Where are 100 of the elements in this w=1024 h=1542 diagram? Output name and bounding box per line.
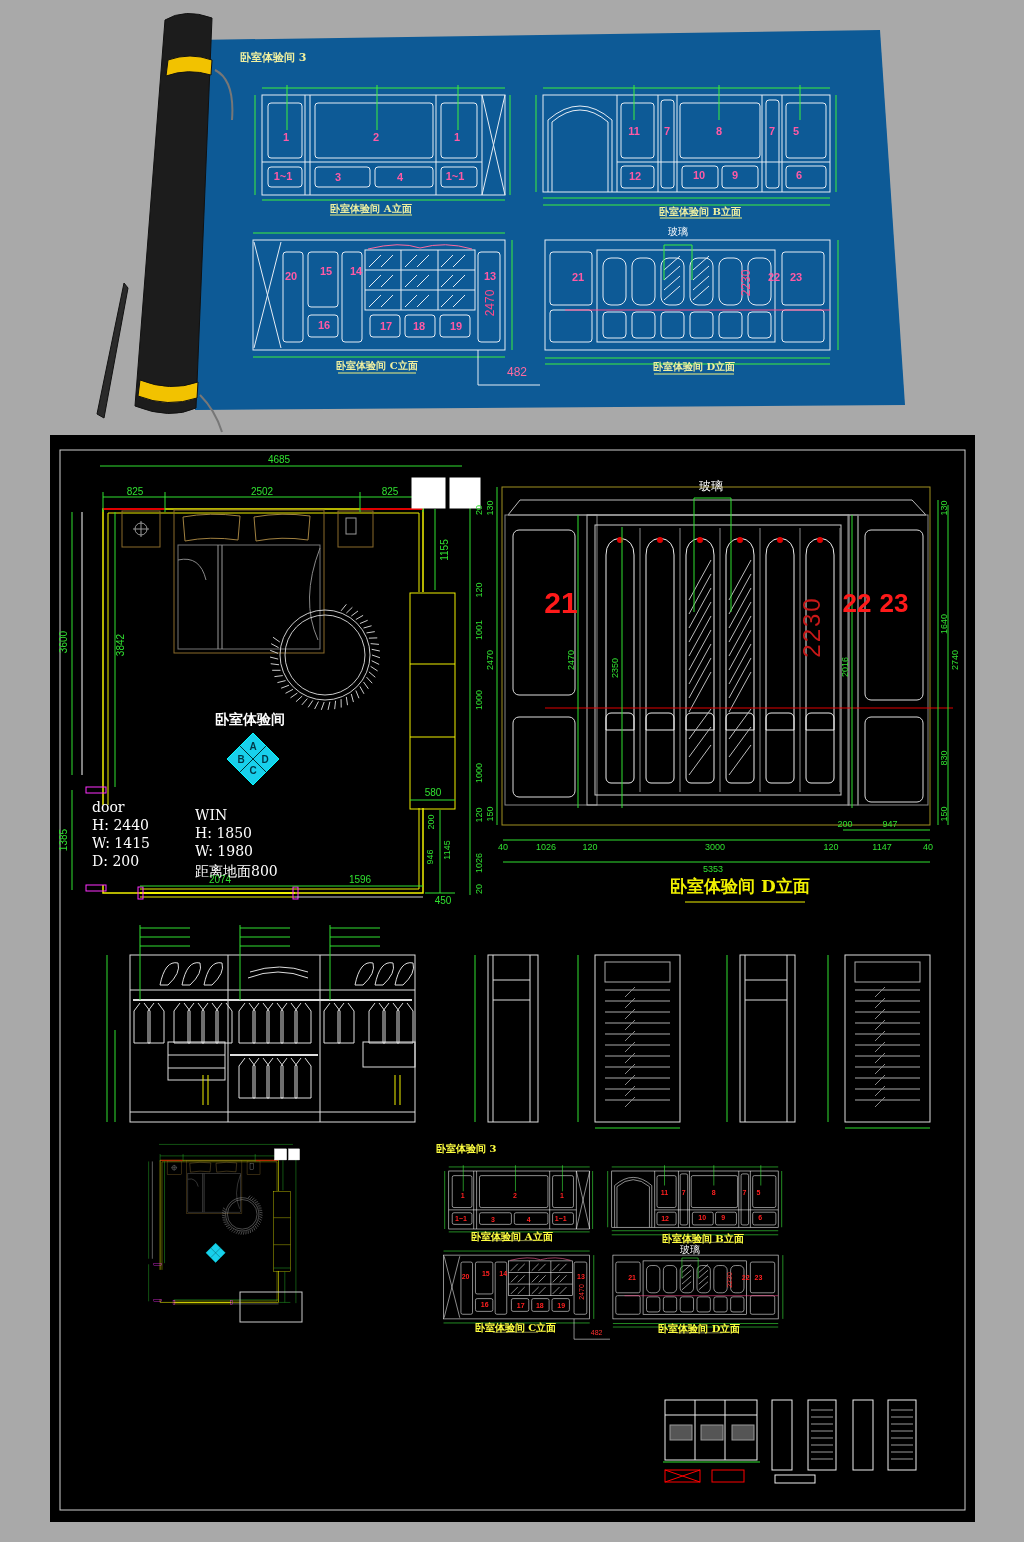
panel-number: 12 (628, 170, 642, 182)
dimension-text: 825 (126, 487, 144, 497)
drawing-title: 卧室体验间 D立面 (658, 1323, 741, 1334)
drawing-title: 卧室体验间 D立面 (670, 877, 810, 895)
dimension-text: 5353 (703, 864, 723, 874)
dimension-text: 482 (507, 366, 527, 378)
dimension-text: 2230 (740, 269, 752, 297)
compass-letter: B (237, 755, 245, 765)
room-label: 卧室体验间 (215, 712, 285, 726)
dimension-text: 120 (582, 842, 598, 852)
panel-number: 1~1 (273, 170, 293, 182)
panel-number: 17 (379, 320, 393, 332)
panel-number: 21 (571, 271, 585, 283)
dimension-text: 120 (474, 807, 484, 823)
panel-number: 4 (396, 171, 404, 183)
panel-number: 23 (879, 590, 909, 616)
panel-number: 3 (334, 171, 342, 183)
drawing-title: 卧室体验间 A立面 (330, 204, 412, 214)
dimension-text: 130 (939, 500, 949, 516)
material-note: 玻璃 (668, 227, 688, 237)
dimension-text: 2470 (566, 650, 576, 670)
dimension-text: 1001 (474, 620, 484, 640)
dimension-text: 1385 (59, 828, 69, 852)
dimension-text: 3600 (59, 630, 69, 654)
panel-number: 7 (768, 125, 776, 137)
dimension-text: 3000 (705, 842, 725, 852)
note-text: WIN (195, 808, 228, 822)
panel-number: 22 (842, 590, 872, 616)
dimension-text: 20 (474, 505, 484, 515)
compass-letter: D (261, 755, 269, 765)
panel-number: 6 (795, 169, 803, 181)
dimension-text: 3842 (116, 633, 126, 657)
dimension-text: 2740 (950, 650, 960, 670)
panel-number: 16 (317, 319, 331, 331)
panel-number: 19 (449, 320, 463, 332)
drawing-title: 卧室体验间 B立面 (659, 207, 741, 217)
dimension-text: 130 (485, 500, 495, 516)
note-text: W: 1980 (195, 844, 253, 858)
panel-number: 18 (412, 320, 426, 332)
panel-number: 5 (792, 125, 800, 137)
dimension-text: 4685 (267, 455, 291, 465)
dimension-text: 946 (425, 849, 435, 865)
panel-number: 15 (319, 265, 333, 277)
dimension-text: 2350 (610, 658, 620, 678)
dimension-text: 1155 (440, 539, 450, 561)
panel-number: 1 (453, 131, 461, 143)
dimension-text: 40 (498, 842, 508, 852)
compass-letter: A (249, 742, 257, 752)
panel-number: 7 (663, 125, 671, 137)
note-text: W: 1415 (92, 836, 150, 850)
panel-number: 13 (483, 270, 497, 282)
panel-number: 2 (372, 131, 380, 143)
panel-number: 10 (692, 169, 706, 181)
dimension-text: 580 (424, 788, 442, 798)
dimension-text: 120 (823, 842, 839, 852)
note-text: door (92, 800, 125, 814)
dimension-text: 830 (939, 750, 949, 766)
dimension-text: 825 (381, 487, 399, 497)
dimension-text: 120 (474, 582, 484, 598)
compass-letter: C (249, 766, 257, 776)
panel-number: 21 (544, 588, 578, 618)
material-note: 玻璃 (699, 480, 723, 492)
dimension-text: 2016 (840, 657, 850, 677)
dimension-text: 1147 (872, 842, 892, 852)
panel-number: 14 (349, 265, 363, 277)
dimension-text: 2470 (485, 650, 495, 670)
dimension-text: 2470 (484, 289, 496, 317)
dimension-text: 200 (837, 819, 853, 829)
panel-number: 20 (284, 270, 298, 282)
panel-number: 1~1 (445, 170, 465, 182)
dimension-text: 1596 (348, 875, 372, 885)
drawing-title: 卧室体验间 D立面 (652, 362, 736, 372)
dimension-text: 1026 (474, 853, 484, 873)
dimension-text: 20 (474, 884, 484, 894)
dimension-text: 200 (426, 814, 436, 830)
dimension-text: 1000 (474, 763, 484, 783)
note-text: H: 1850 (195, 826, 252, 840)
panel-number: 23 (789, 271, 803, 283)
panel-number: 22 (767, 271, 781, 283)
dimension-text: 2230 (800, 596, 824, 658)
drawing-title: 卧室体验间 3 (240, 51, 307, 63)
dimension-text: 40 (923, 842, 933, 852)
dimension-text: 2502 (250, 487, 274, 497)
dimension-text: 1640 (939, 614, 949, 634)
dimension-text: 450 (434, 896, 452, 906)
drawing-title: 卧室体验间 C立面 (336, 361, 418, 371)
dimension-text: 1145 (442, 840, 452, 860)
drawing-title: 卧室体验间 B立面 (661, 1233, 744, 1244)
drawing-title: 卧室体验间 A立面 (471, 1232, 553, 1243)
note-text: H: 2440 (92, 818, 149, 832)
dimension-text: 150 (939, 806, 949, 822)
drawing-title: 卧室体验间 3 (436, 1143, 497, 1154)
drawing-title: 卧室体验间 C立面 (474, 1323, 557, 1334)
material-note: 玻璃 (680, 1245, 701, 1256)
note-text: D: 200 (92, 854, 140, 868)
dimension-text: 947 (882, 819, 898, 829)
panel-number: 11 (628, 125, 640, 137)
panel-number: 1 (282, 131, 290, 143)
dimension-text: 1026 (536, 842, 556, 852)
dimension-text: 150 (485, 806, 495, 822)
